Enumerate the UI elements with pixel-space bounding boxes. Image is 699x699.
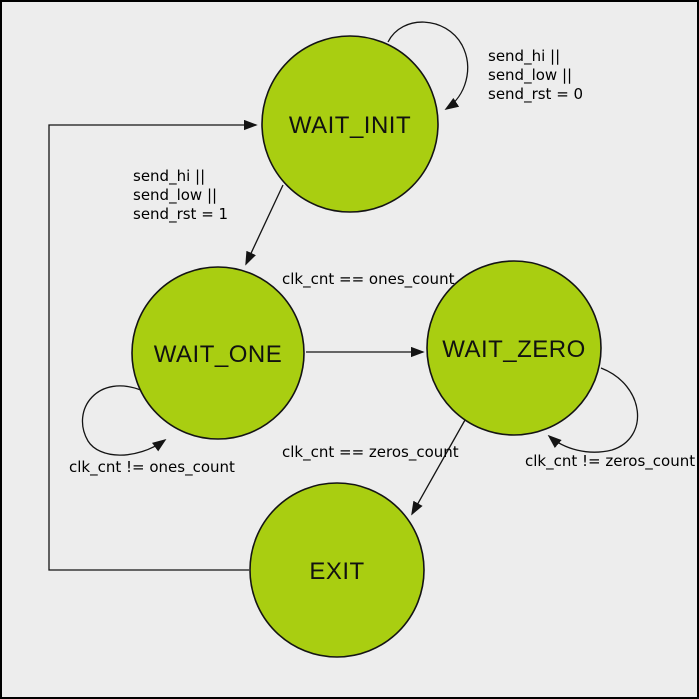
transition-wait-init-to-wait-one[interactable]: [245, 184, 284, 266]
transition-exit-to-wait-init[interactable]: [48, 119, 258, 571]
transition-label-wait-one-self: clk_cnt != ones_count: [69, 458, 235, 476]
condition-line: send_rst = 1: [133, 205, 229, 223]
transition-wait-init-self[interactable]: [387, 21, 469, 110]
condition-line: send_hi ||: [488, 47, 561, 65]
transition-edges: [48, 21, 639, 571]
state-label-wait-one: WAIT_ONE: [154, 341, 282, 368]
state-wait-zero[interactable]: [426, 260, 602, 436]
condition-line: send_low ||: [488, 66, 573, 84]
state-label-wait-init: WAIT_INIT: [289, 112, 411, 139]
condition-line: send_rst = 0: [488, 85, 584, 103]
transition-label-wait-init-to-wait-one: send_hi || send_low || send_rst = 1: [133, 167, 228, 224]
state-wait-init[interactable]: [261, 35, 439, 213]
transition-label-wait-zero-self: clk_cnt != zeros_count: [525, 452, 696, 470]
state-label-wait-zero: WAIT_ZERO: [442, 336, 586, 363]
state-label-exit: EXIT: [309, 558, 364, 585]
state-exit[interactable]: [249, 482, 425, 658]
transition-wait-zero-self[interactable]: [547, 367, 639, 453]
state-wait-one[interactable]: [131, 266, 305, 440]
condition-line: send_hi ||: [133, 167, 206, 185]
transition-wait-zero-to-exit[interactable]: [411, 419, 466, 516]
condition-line: send_low ||: [133, 186, 218, 204]
state-nodes: WAIT_INIT WAIT_ONE WAIT_ZERO EXIT: [131, 35, 602, 658]
transition-label-wait-zero-to-exit: clk_cnt == zeros_count: [282, 443, 459, 461]
transition-label-wait-one-to-wait-zero: clk_cnt == ones_count: [282, 270, 455, 288]
transition-label-wait-init-self: send_hi || send_low || send_rst = 0: [488, 47, 583, 104]
transition-wait-one-self[interactable]: [82, 385, 167, 456]
